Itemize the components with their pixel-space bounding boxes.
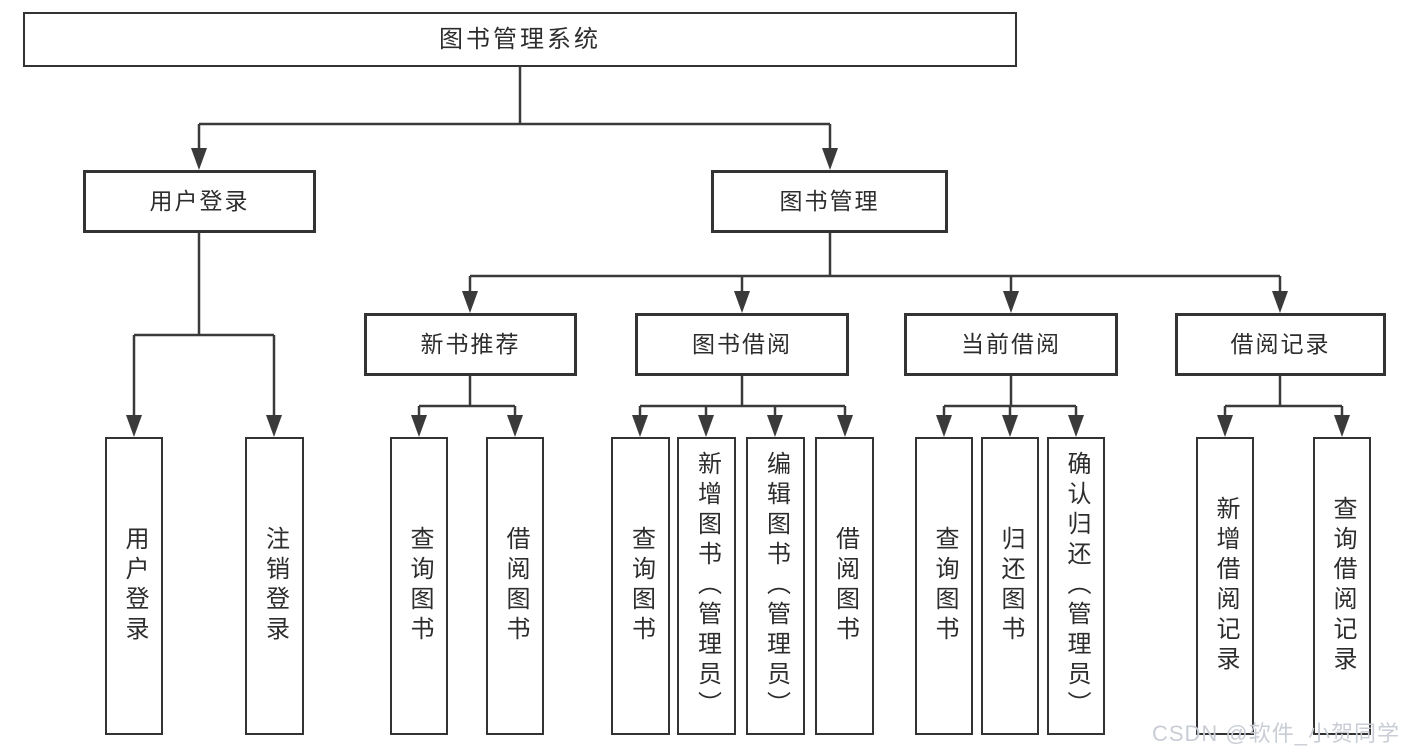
node-root-system: 图书管理系统 xyxy=(23,12,1017,67)
arrow-down-icon xyxy=(266,415,282,437)
leaf-query-books-borrow-label: 查询图书 xyxy=(627,526,655,646)
arrow-down-icon xyxy=(767,415,783,437)
arrow-down-icon xyxy=(126,415,142,437)
arrow-down-icon xyxy=(1068,415,1084,437)
node-root-system-label: 图书管理系统 xyxy=(439,25,601,53)
leaf-query-books-recommend: 查询图书 xyxy=(390,437,448,735)
connector-current-borrow-to-leaves xyxy=(936,376,1084,437)
connector-book-borrow-to-leaves xyxy=(632,376,853,437)
node-book-borrowing-label: 图书借阅 xyxy=(692,331,792,357)
node-book-borrowing: 图书借阅 xyxy=(635,313,849,376)
leaf-user-login: 用户登录 xyxy=(105,437,163,735)
leaf-confirm-return-admin-label: 确认归还（管理员） xyxy=(1063,451,1090,721)
node-new-book-recommendation-label: 新书推荐 xyxy=(420,331,521,357)
leaf-edit-books-admin: 编辑图书（管理员） xyxy=(746,437,805,735)
arrow-down-icon xyxy=(734,291,750,313)
node-user-login: 用户登录 xyxy=(83,170,316,233)
arrow-down-icon xyxy=(698,415,714,437)
connector-user-login-to-leaves xyxy=(126,233,282,437)
leaf-query-books-recommend-label: 查询图书 xyxy=(406,526,433,646)
leaf-borrow-books: 借阅图书 xyxy=(815,437,874,735)
node-book-management-label: 图书管理 xyxy=(779,188,880,214)
leaf-add-borrow-record: 新增借阅记录 xyxy=(1196,437,1254,735)
node-user-login-label: 用户登录 xyxy=(149,188,250,214)
leaf-add-borrow-record-label: 新增借阅记录 xyxy=(1212,496,1239,676)
node-current-borrowing: 当前借阅 xyxy=(904,313,1118,376)
arrow-down-icon xyxy=(191,148,207,170)
leaf-edit-books-admin-label: 编辑图书（管理员） xyxy=(762,451,790,721)
arrow-down-icon xyxy=(632,415,648,437)
arrow-down-icon xyxy=(411,415,427,437)
arrow-down-icon xyxy=(936,415,952,437)
leaf-confirm-return-admin: 确认归还（管理员） xyxy=(1047,437,1105,735)
arrow-down-icon xyxy=(507,415,523,437)
node-book-management: 图书管理 xyxy=(711,170,948,233)
arrow-down-icon xyxy=(462,291,478,313)
leaf-query-borrow-record: 查询借阅记录 xyxy=(1313,437,1371,735)
node-new-book-recommendation: 新书推荐 xyxy=(364,313,577,376)
leaf-add-books-admin: 新增图书（管理员） xyxy=(677,437,736,735)
leaf-query-books-current: 查询图书 xyxy=(915,437,973,735)
leaf-borrow-books-recommend-label: 借阅图书 xyxy=(502,526,529,646)
arrow-down-icon xyxy=(822,148,838,170)
csdn-watermark: CSDN @软件_小贺同学 xyxy=(1151,721,1400,746)
leaf-query-books-borrow: 查询图书 xyxy=(611,437,670,735)
leaf-return-books-label: 归还图书 xyxy=(997,526,1024,646)
leaf-user-login-label: 用户登录 xyxy=(121,526,148,646)
leaf-borrow-books-recommend: 借阅图书 xyxy=(486,437,544,735)
connector-new-book-to-leaves xyxy=(411,376,523,437)
leaf-borrow-books-label: 借阅图书 xyxy=(831,526,859,646)
arrow-down-icon xyxy=(1334,415,1350,437)
node-borrowing-records-label: 借阅记录 xyxy=(1230,331,1331,357)
arrow-down-icon xyxy=(1002,415,1018,437)
leaf-logout-label: 注销登录 xyxy=(261,526,289,646)
connector-root-to-level2 xyxy=(191,67,838,170)
node-current-borrowing-label: 当前借阅 xyxy=(961,331,1061,357)
leaf-query-books-current-label: 查询图书 xyxy=(931,526,958,646)
arrow-down-icon xyxy=(1217,415,1233,437)
arrow-down-icon xyxy=(1003,291,1019,313)
leaf-add-books-admin-label: 新增图书（管理员） xyxy=(693,451,721,721)
leaf-query-borrow-record-label: 查询借阅记录 xyxy=(1329,496,1356,676)
node-borrowing-records: 借阅记录 xyxy=(1175,313,1386,376)
leaf-logout: 注销登录 xyxy=(245,437,304,735)
arrow-down-icon xyxy=(837,415,853,437)
connector-book-management-to-level3 xyxy=(462,233,1288,313)
connector-records-to-leaves xyxy=(1217,376,1350,437)
arrow-down-icon xyxy=(1272,291,1288,313)
leaf-return-books: 归还图书 xyxy=(981,437,1039,735)
